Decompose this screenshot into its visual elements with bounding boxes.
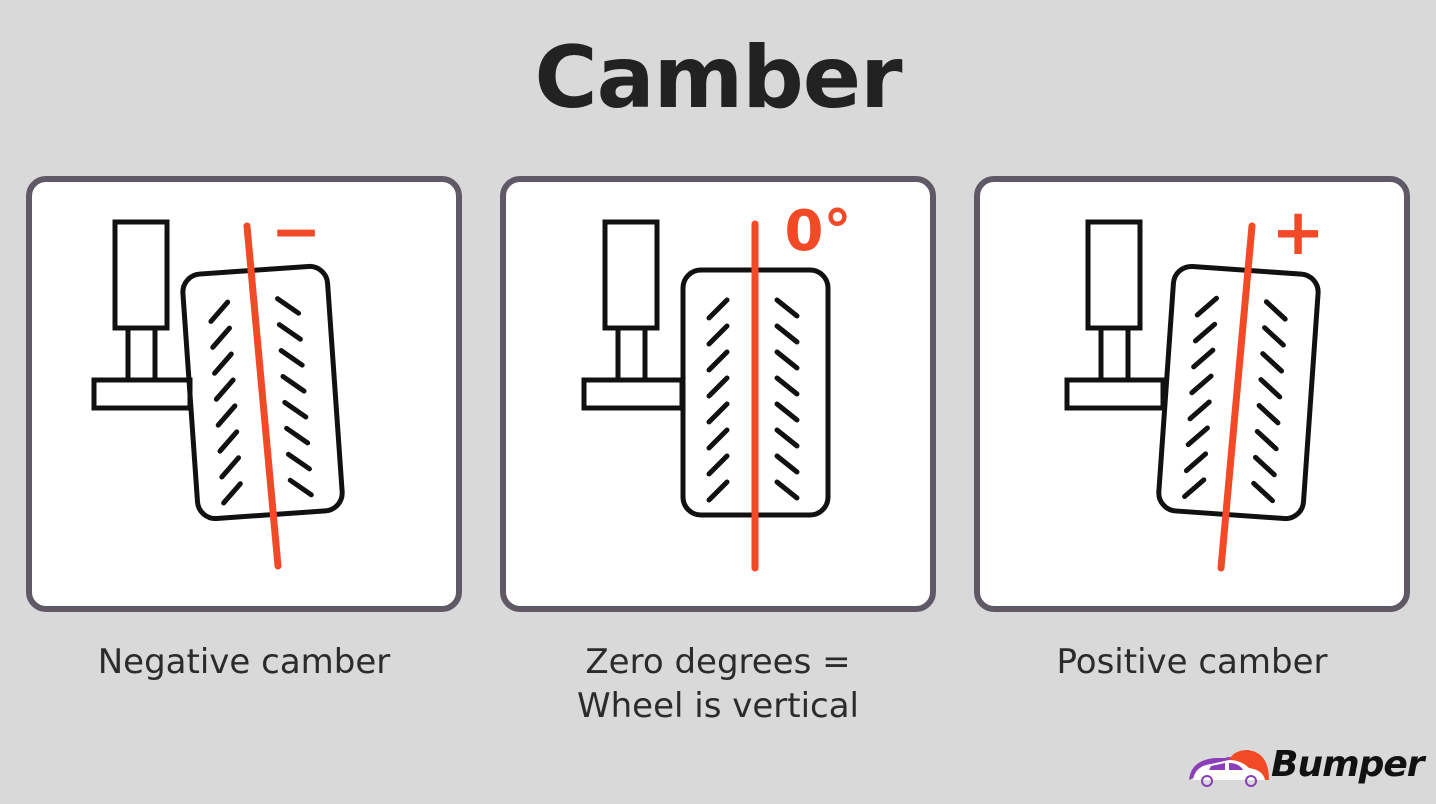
tread-mark: [217, 429, 240, 454]
tread-mark: [1256, 403, 1281, 426]
negative-camber-panel: −: [26, 176, 462, 612]
strut-icon: [1085, 219, 1143, 331]
tread-mark: [774, 401, 800, 423]
tread-mark: [1187, 399, 1212, 422]
tread-mark: [1182, 477, 1207, 500]
tread-mark: [1252, 454, 1277, 478]
positive-camber-diagram: +: [1064, 196, 1325, 572]
tread-mark: [219, 455, 242, 480]
tread-mark: [1260, 351, 1285, 374]
tread-mark: [213, 377, 236, 402]
tread-mark: [212, 351, 234, 376]
axle-bar: [581, 377, 685, 411]
zero-camber-diagram: 0°: [581, 199, 852, 572]
tread-mark: [774, 479, 800, 501]
tread-mark: [210, 325, 232, 350]
tread-mark: [1254, 428, 1279, 452]
tread-mark: [774, 427, 800, 449]
negative-camber-label: Negative camber: [97, 642, 391, 682]
tread-mark: [1189, 373, 1214, 396]
car-logo-icon: [1189, 750, 1269, 787]
tread-mark: [278, 348, 305, 368]
tread-mark: [1258, 377, 1283, 400]
camber-line: [243, 222, 282, 570]
camber-line: [1217, 222, 1256, 572]
tread-mark: [215, 403, 238, 428]
tread-mark: [1251, 480, 1276, 504]
tread-mark: [285, 451, 312, 472]
axle-bar: [1064, 377, 1166, 411]
tread-mark: [284, 425, 311, 446]
tread-mark: [706, 323, 730, 347]
zero-degree-sign: 0°: [785, 199, 852, 264]
tread-mark: [276, 322, 303, 342]
bumper-logo: Bumper: [1185, 742, 1425, 792]
tread-mark: [774, 323, 800, 345]
tread-mark: [275, 296, 302, 316]
zero-camber-label-line2: Wheel is vertical: [577, 686, 859, 726]
tread-mark: [706, 349, 730, 373]
logo-text: Bumper: [1271, 744, 1425, 785]
zero-camber-label-line1: Zero degrees =: [585, 642, 851, 682]
zero-camber-panel: 0°: [500, 176, 936, 612]
tread-mark: [287, 477, 314, 498]
negative-sign: −: [271, 197, 321, 267]
tread-mark: [706, 375, 730, 399]
tread-mark: [774, 453, 800, 475]
page-title: Camber: [534, 28, 902, 128]
tread-mark: [706, 427, 730, 451]
tread-mark: [706, 479, 730, 503]
tread-mark: [1262, 325, 1286, 348]
tread-mark: [1192, 321, 1218, 344]
negative-camber-diagram: −: [91, 197, 345, 570]
zero-camber-label: Zero degrees = Wheel is vertical: [500, 640, 936, 728]
tread-mark: [282, 399, 309, 420]
tread-mark: [280, 373, 307, 394]
positive-camber-label: Positive camber: [1056, 642, 1328, 682]
tread-mark: [774, 349, 800, 371]
positive-sign: +: [1271, 196, 1325, 270]
tread-mark: [706, 401, 730, 425]
tread-mark: [1263, 299, 1288, 322]
tread-mark: [208, 299, 231, 324]
tread-mark: [221, 481, 243, 506]
strut-icon: [112, 219, 170, 331]
tread-mark: [1185, 425, 1210, 448]
strut-icon: [602, 219, 660, 331]
tread-mark: [706, 453, 730, 477]
tread-mark: [1194, 295, 1219, 318]
tread-mark: [1191, 347, 1216, 370]
tread-mark: [1183, 451, 1209, 474]
axle-bar: [91, 377, 193, 411]
tread-mark: [706, 297, 730, 321]
tread-mark: [774, 375, 800, 397]
tread-mark: [774, 297, 800, 319]
positive-camber-panel: +: [974, 176, 1410, 612]
